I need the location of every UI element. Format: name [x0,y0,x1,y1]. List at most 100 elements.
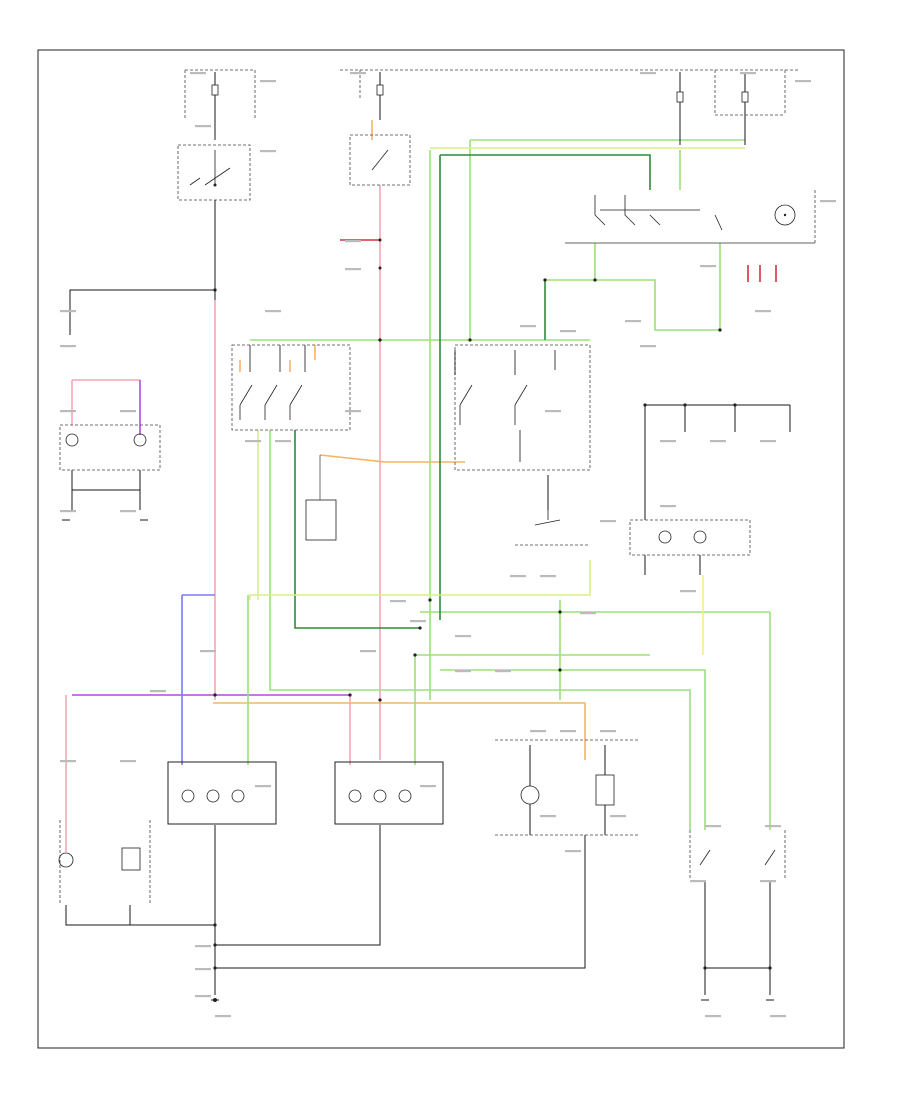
hazard-flasher-unit-symbol [774,204,796,226]
callout-tick-6 [195,125,211,128]
wire-green-14 [469,139,745,340]
left-front-lamp-bulb [65,433,79,447]
wire-green-21 [269,430,691,830]
callout-tick-58 [600,520,616,523]
license-lamp-body [595,774,615,806]
callout-tick-50 [690,880,706,883]
callout-tick-38 [150,690,166,693]
callout-tick-12 [560,330,576,333]
wire-dark-green-29 [294,430,420,629]
callout-tick-15 [60,310,76,313]
wire-green-26 [440,669,706,830]
callout-tick-56 [705,1015,721,1018]
callout-tick-47 [565,850,581,853]
callout-tick-0 [190,72,206,75]
splice-node-3 [428,598,432,602]
fuse-top-left-body [211,84,219,96]
splice-node-stop [378,238,382,242]
fuse-top-center-dashed [340,69,420,100]
wire-orange-8 [314,345,465,463]
callout-tick-8 [345,240,361,243]
callout-tick-13 [625,320,641,323]
callout-tick-39 [200,650,216,653]
multi-relay-right-dashed [454,344,591,471]
splice-node-5 [418,626,422,630]
splice-node-7 [558,668,562,672]
splice-node-6 [413,653,417,657]
callout-tick-49 [765,825,781,828]
left-corner-lamp-bulb [58,852,74,868]
splice-node-18 [733,403,737,407]
callout-tick-24 [545,410,561,413]
splice-node-stop-2 [378,266,382,270]
callout-tick-30 [390,600,406,603]
left-front-side-lamp-bulb [133,433,147,447]
left-rear-bulb-1 [181,789,195,803]
callout-tick-11 [520,325,536,328]
splice-node-12 [768,966,772,970]
callout-tick-9 [345,268,361,271]
wire-orange-10 [213,702,586,760]
callout-tick-29 [680,590,696,593]
ground-wires [65,289,791,995]
hmsl-feeds [529,745,606,835]
callout-tick-5 [795,80,811,83]
callout-tick-53 [195,968,211,971]
wire-black-cluster-drops [644,405,791,520]
callout-tick-43 [255,785,271,788]
callout-tick-45 [540,815,556,818]
diagram-border [37,49,845,1049]
callout-tick-21 [245,440,261,443]
callout-tick-37 [600,730,616,733]
left-front-lamps [59,424,161,471]
splice-node-13 [213,923,217,927]
wire-blue-13 [181,594,215,765]
callout-tick-59 [540,575,556,578]
splice-node-21 [718,328,722,332]
splice-node-4 [558,610,562,614]
corner-lamps-dashed [59,820,151,905]
callout-tick-19 [60,510,76,513]
cluster-right-indicator [693,530,707,544]
fuse-top-center-body [376,84,384,96]
callout-tick-42 [120,760,136,763]
wire-red-6 [747,265,777,282]
right-rear-bulb-1 [348,789,362,803]
stop-lamp-switch-dashed [349,134,411,186]
callout-tick-54 [195,995,211,998]
combination-switch-top-dashed [177,144,251,201]
callout-tick-61 [560,730,576,733]
callout-tick-40 [360,650,376,653]
callout-tick-3 [640,72,656,75]
splice-node-16 [643,403,647,407]
callout-ticks [60,72,836,1018]
ground-wire-left-bottom [65,905,216,945]
ground-wire-corner-right [704,880,771,969]
multi-relay-left-dashed [231,344,351,431]
combination-switch-right-contacts [594,195,723,231]
splice-node-17 [683,403,687,407]
callout-tick-62 [820,200,836,203]
cluster-left-indicator [658,530,672,544]
wire-pink-1 [71,379,140,425]
callout-tick-44 [420,785,436,788]
callout-tick-1 [260,80,276,83]
callout-tick-4 [740,72,756,75]
splice-node-14 [213,943,217,947]
callout-tick-52 [195,945,211,948]
wire-black-cluster-lamps [644,555,701,575]
splice-node-15 [213,966,217,970]
right-corner-lamp-body [121,847,141,871]
callout-tick-57 [770,1015,786,1018]
fuse-top-left-dashed [184,69,256,120]
callout-tick-25 [660,440,676,443]
splice-node-0 [213,288,217,292]
callout-tick-55 [215,1015,231,1018]
splice-node-10 [378,698,382,702]
callout-tick-36 [530,730,546,733]
wire-green-18 [545,279,720,331]
trunk-lamps-dashed [495,739,640,836]
callout-tick-63 [755,310,771,313]
callout-tick-17 [60,410,76,413]
